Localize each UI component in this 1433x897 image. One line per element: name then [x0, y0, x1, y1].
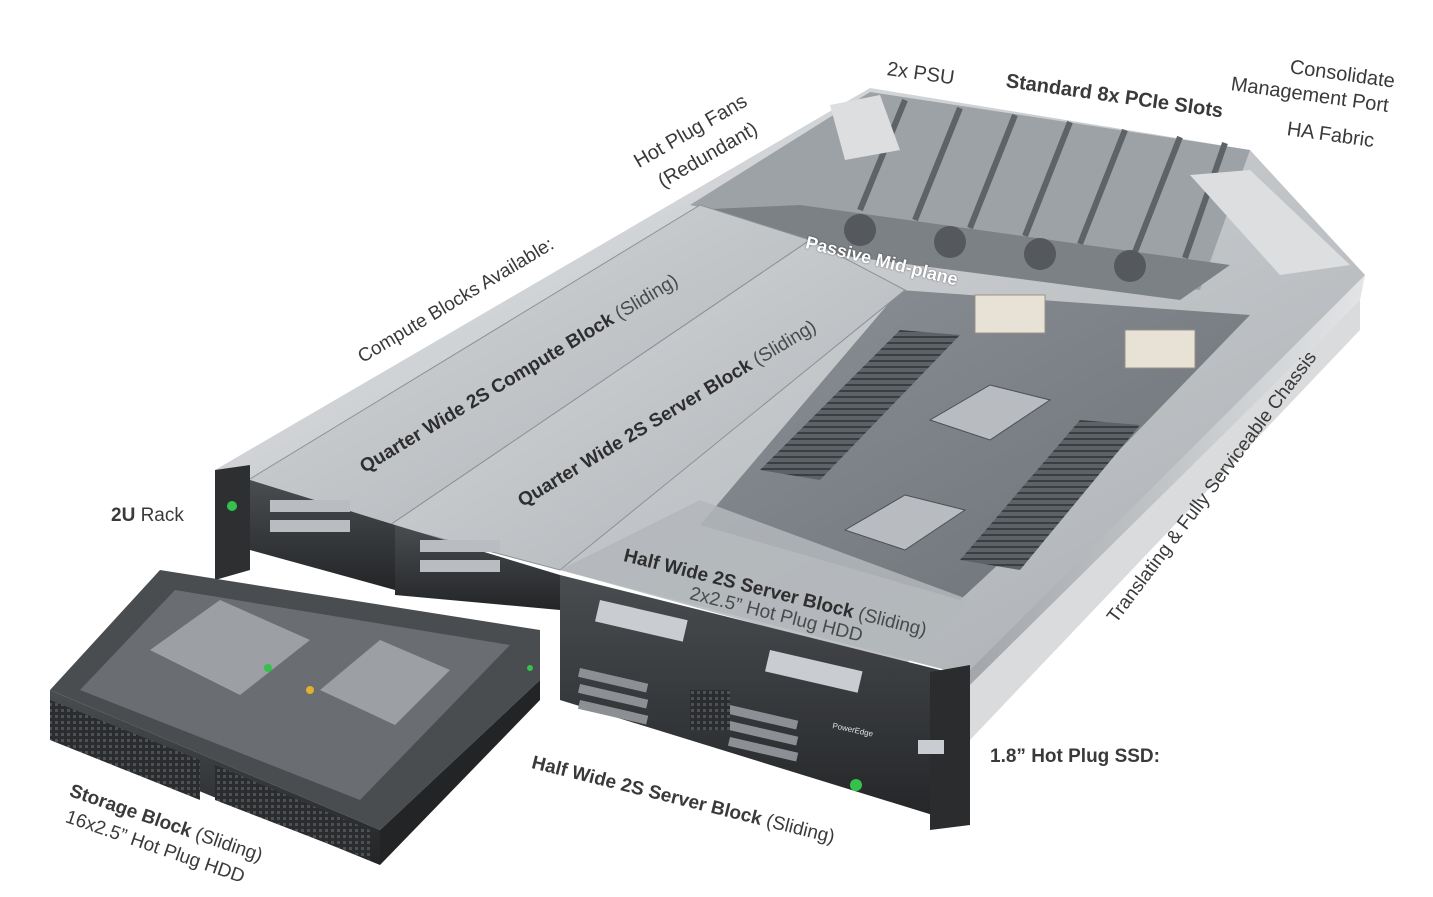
quarter-wide-server-block[interactable] [388, 239, 906, 571]
label-ssd-text: 1.8” Hot Plug SSD: [990, 746, 1160, 767]
rear-io-area [690, 92, 1350, 290]
dimm-banks [760, 330, 1140, 570]
motherboard-bay [700, 290, 1250, 600]
label-2u-rack-bold: 2U [111, 505, 136, 526]
label-hot-plug-ssd: 1.8” Hot Plug SSD: [990, 746, 1160, 768]
power-button-icon[interactable] [850, 779, 862, 791]
cpu-sockets [843, 294, 1196, 551]
label-2u-rack-rest: Rack [135, 505, 184, 526]
label-2u-rack: 2U Rack [111, 505, 184, 527]
ssd-slot [918, 740, 944, 754]
storage-block[interactable] [50, 570, 540, 865]
fan-row [690, 205, 1230, 300]
chassis-side-face [965, 300, 1360, 740]
front-quarter-bays [215, 465, 560, 610]
power-button-icon[interactable] [227, 501, 237, 511]
front-half-wide-bay: PowerEdge [560, 575, 970, 830]
half-wide-server-block-top[interactable] [560, 500, 970, 665]
